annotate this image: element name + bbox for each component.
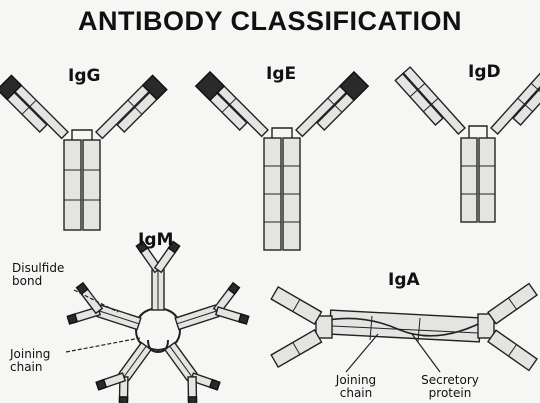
igd-heavy-chain-right (479, 138, 495, 222)
disulfide-bond-annotation: Disulfide bond (12, 262, 92, 288)
joining-chain-leader-line-left (66, 338, 140, 352)
igg-structure (0, 75, 167, 230)
igg-label: IgG (68, 66, 100, 86)
joining-chain-annotation-right: Joining chain (326, 374, 386, 400)
igd-label: IgD (468, 62, 501, 82)
igm-structure (65, 241, 251, 403)
igm-label: IgM (138, 230, 173, 250)
joining-chain-annotation-left: Joining chain (10, 348, 70, 374)
igg-heavy-chain-right (83, 140, 100, 230)
ige-label: IgE (266, 64, 296, 84)
ige-structure (196, 72, 368, 250)
igg-heavy-chain-left (64, 140, 81, 230)
iga-structure (271, 284, 537, 371)
iga-left-hub (316, 316, 332, 338)
igd-structure (395, 67, 540, 222)
igd-heavy-chain-left (461, 138, 477, 222)
secretory-protein-annotation: Secretory protein (412, 374, 488, 400)
joining-chain-leader-line-right (346, 334, 378, 372)
iga-label: IgA (388, 270, 420, 290)
iga-secretory-body (329, 310, 480, 342)
